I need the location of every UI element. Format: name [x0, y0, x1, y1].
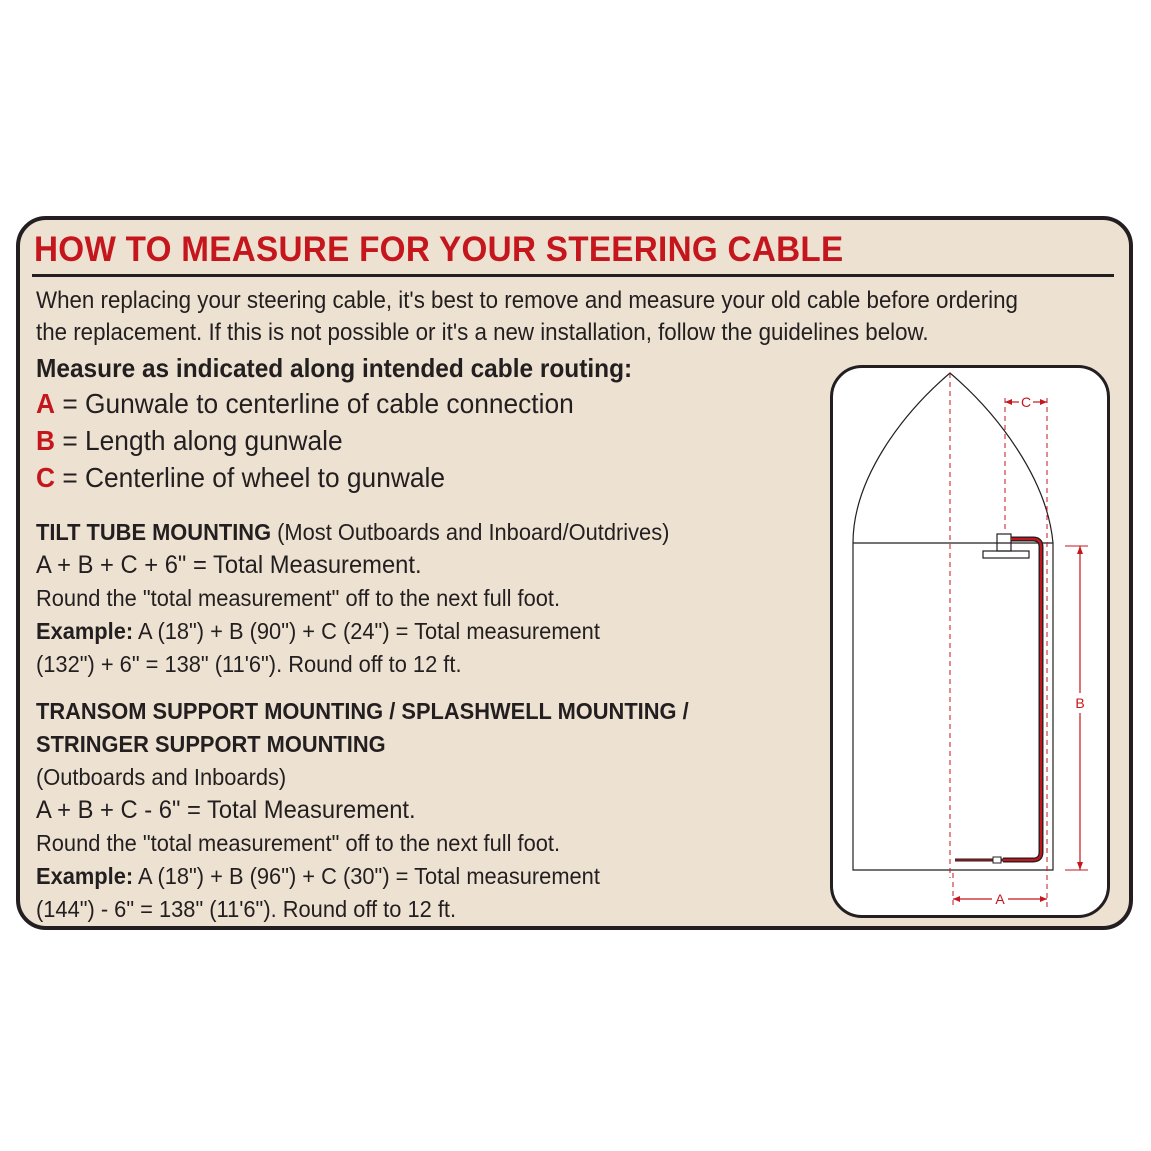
tilt-tube-example-row: Example: A (18") + B (90") + C (24") = T… [36, 615, 669, 648]
boat-diagram: C B A [830, 365, 1110, 918]
definition-letter-a: A [36, 388, 56, 419]
steering-cable-outline [1003, 536, 1044, 863]
intro-line-2: the replacement. If this is not possible… [36, 319, 929, 346]
definition-a: A = Gunwale to centerline of cable conne… [36, 388, 574, 420]
dimension-a-arrow-right [1040, 896, 1047, 902]
title-divider [32, 274, 1114, 277]
transom-heading-2: STRINGER SUPPORT MOUNTING [36, 731, 386, 757]
definition-eq: = [55, 462, 86, 493]
steering-cable-route [1003, 537, 1043, 862]
measure-lead: Measure as indicated along intended cabl… [36, 353, 633, 383]
tilt-tube-section: TILT TUBE MOUNTING (Most Outboards and I… [36, 516, 669, 681]
dimension-c-label: C [1021, 394, 1031, 410]
dimension-b-label: B [1075, 695, 1084, 711]
page-title: HOW TO MEASURE FOR YOUR STEERING CABLE [34, 230, 844, 269]
intro-text: When replacing your steering cable, it's… [36, 285, 1050, 349]
definition-letter-c: C [36, 462, 56, 493]
measurement-guide-card: HOW TO MEASURE FOR YOUR STEERING CABLE W… [16, 216, 1133, 930]
transom-round: Round the "total measurement" off to the… [36, 830, 561, 856]
definition-eq: = [55, 425, 86, 456]
tilt-tube-formula: A + B + C + 6" = Total Measurement. [36, 551, 422, 579]
tilt-tube-subheading: (Most Outboards and Inboard/Outdrives) [271, 519, 670, 545]
tilt-tube-example-line-1: A (18") + B (90") + C (24") = Total meas… [133, 618, 600, 644]
boat-diagram-svg: C B A [852, 372, 1088, 908]
dimension-a-arrow-left [953, 896, 960, 902]
transom-example-line-2: (144") - 6" = 138" (11'6"). Round off to… [36, 896, 457, 922]
boat-hull-outline [852, 372, 1054, 871]
tilt-tube-example-label: Example: [36, 618, 134, 644]
dimension-b-arrow-top [1077, 546, 1083, 554]
transom-example-line-1: A (18") + B (96") + C (30") = Total meas… [133, 863, 600, 889]
transom-formula: A + B + C - 6" = Total Measurement. [36, 796, 416, 824]
definition-text-c: Centerline of wheel to gunwale [85, 462, 445, 493]
definition-letter-b: B [36, 425, 56, 456]
tilt-tube-heading-row: TILT TUBE MOUNTING (Most Outboards and I… [36, 516, 669, 549]
definition-text-b: Length along gunwale [85, 425, 343, 456]
helm-unit [996, 533, 1012, 552]
transom-support-section: TRANSOM SUPPORT MOUNTING / SPLASHWELL MO… [36, 695, 689, 926]
tilt-tube-round: Round the "total measurement" off to the… [36, 585, 561, 611]
dimension-b-arrow-bottom [1077, 862, 1083, 870]
cable-connector [992, 856, 1002, 864]
transom-heading-1: TRANSOM SUPPORT MOUNTING / SPLASHWELL MO… [36, 698, 689, 724]
definition-c: C = Centerline of wheel to gunwale [36, 462, 445, 494]
definition-eq: = [55, 388, 86, 419]
dimension-a-label: A [995, 891, 1005, 907]
steering-wheel [982, 550, 1030, 559]
transom-example-row: Example: A (18") + B (96") + C (30") = T… [36, 860, 689, 893]
tilt-tube-heading: TILT TUBE MOUNTING [36, 519, 272, 545]
tilt-tube-example-line-2: (132") + 6" = 138" (11'6"). Round off to… [36, 651, 462, 677]
dimension-c-arrow-left [1005, 399, 1012, 405]
intro-line-1: When replacing your steering cable, it's… [36, 287, 1018, 314]
transom-subheading: (Outboards and Inboards) [36, 764, 287, 790]
dimension-c-arrow-right [1040, 399, 1047, 405]
definition-text-a: Gunwale to centerline of cable connectio… [85, 388, 574, 419]
definition-b: B = Length along gunwale [36, 425, 343, 457]
transom-example-label: Example: [36, 863, 134, 889]
